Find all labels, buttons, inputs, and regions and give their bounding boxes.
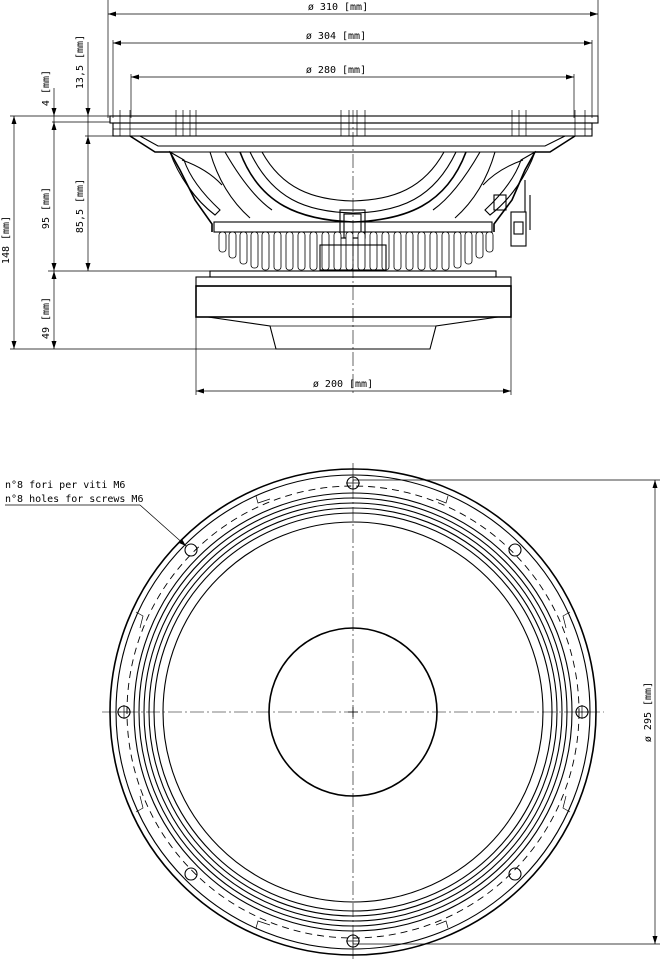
dimension-label-d200: ø 200 [mm] [313, 379, 373, 390]
dimension-d200: ø 200 [mm] [195, 317, 512, 395]
dimension-label-d304: ø 304 [mm] [306, 31, 366, 42]
note-line-it: n°8 fori per viti M6 [5, 480, 125, 491]
dimension-d295: ø 295 [mm] [353, 479, 660, 945]
dimension-label-h148: 148 [mm] [1, 216, 12, 264]
screw-note: n°8 fori per viti M6 n°8 holes for screw… [5, 480, 187, 547]
dimension-d304: ø 304 [mm] [112, 31, 593, 118]
dimension-h148: 148 [mm] [1, 116, 17, 349]
dimension-label-h13_5: 13,5 [mm] [75, 35, 86, 89]
side-view: ø 310 [mm] ø 304 [mm] ø 280 [mm] [1, 0, 599, 395]
dimension-h85_5: 85,5 [mm] [75, 136, 91, 271]
dimension-label-h95: 95 [mm] [41, 187, 52, 229]
dimension-h4: 4 [mm] [41, 70, 57, 130]
dimension-label-d280: ø 280 [mm] [306, 65, 366, 76]
dimension-label-h85_5: 85,5 [mm] [75, 179, 86, 233]
dimension-h95: 95 [mm] [41, 122, 57, 271]
dimension-d310: ø 310 [mm] [107, 0, 599, 118]
dimension-d280: ø 280 [mm] [130, 65, 575, 118]
dimension-label-d310: ø 310 [mm] [308, 2, 368, 13]
dimension-label-h4: 4 [mm] [41, 70, 52, 106]
speaker-profile [109, 110, 599, 350]
dimension-label-h49: 49 [mm] [41, 297, 52, 339]
dimension-h13_5: 13,5 [mm] [75, 35, 91, 144]
note-line-en: n°8 holes for screws M6 [5, 494, 143, 505]
dimension-h49: 49 [mm] [41, 271, 57, 349]
heatsink-fins [213, 221, 494, 271]
dimension-label-d295: ø 295 [mm] [643, 682, 654, 742]
front-view: ø 295 [mm] n°8 fori per viti M6 n°8 hole… [5, 463, 660, 959]
